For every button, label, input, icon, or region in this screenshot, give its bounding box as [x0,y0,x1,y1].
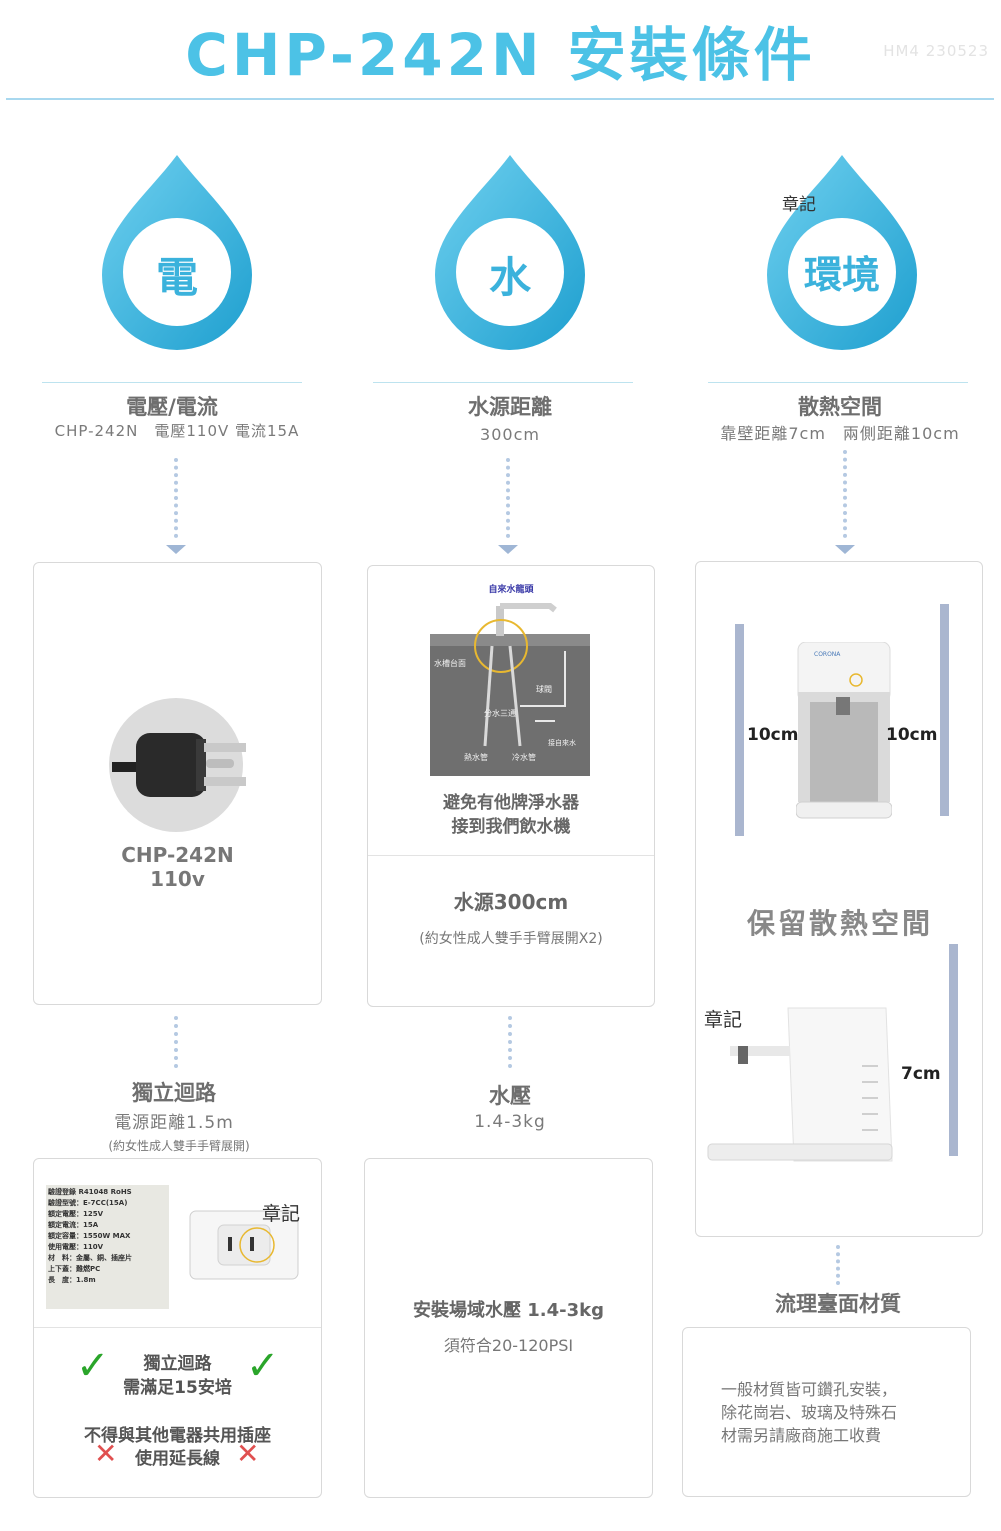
plug-model: CHP-242N [121,843,234,867]
cross-icon: ✕ [94,1437,118,1470]
hot-pipe-label: 熱水管 [464,753,488,762]
arrow-down-icon [835,545,855,554]
site-pressure: 安裝場域水壓 1.4-3kg [412,1300,604,1321]
water-spec: 300cm [480,425,540,444]
electric-icon-label: 電 [155,253,198,302]
inlet-label: 接自來水 [548,739,576,747]
dotted-connector [174,1016,182,1068]
environment-drop: 環境 章記 [762,150,922,354]
counter-card: 一般材質皆可鑽孔安裝， 除花崗岩、玻璃及特殊石 材需另請廠商施工收費 [682,1327,971,1497]
annotation-mark: 章記 [782,195,816,215]
circuit-distance: 電源距離1.5m [114,1113,234,1133]
circuit-note: (約女性成人雙手手臂展開) [108,1139,250,1153]
side-clearance-left: 10cm [747,725,799,745]
warning-line-1: 避免有他牌淨水器 [443,793,579,813]
dispenser-side-image [707,1007,893,1162]
dotted-connector [836,1245,844,1285]
page-title: CHP-242N 安裝條件 [185,21,816,89]
dotted-connector [174,458,182,538]
pressure-heading: 水壓 [489,1084,531,1108]
plug-voltage: 110v [150,867,205,891]
keep-space-text: 保留散熱空間 [746,907,933,940]
water-distance-note: (約女性成人雙手手臂展開X2) [419,931,603,947]
column-divider [708,382,968,383]
water-drop-icon [102,155,252,350]
environment-card: CORONA 10cm 10cm 保留散熱空間 7cm 章記 [695,561,983,1237]
water-icon-label: 水 [488,253,531,302]
water-drop: 水 [430,150,590,354]
clearance-bar-back [949,944,958,1156]
electric-drop: 電 [97,150,257,354]
counter-text: 一般材質皆可鑽孔安裝， 除花崗岩、玻璃及特殊石 材需另請廠商施工收費 [721,1380,898,1445]
clearance-bar-right [940,604,949,816]
rating-label-photo: 驗證登錄 R41048 RoHS 驗證型號：E-7CC(15A) 額定電壓：12… [46,1185,169,1309]
pressure-spec: 1.4-3kg [474,1112,546,1132]
plumbing-diagram [430,603,590,776]
faucet-label: 自來水龍頭 [488,585,534,595]
side-clearance-right: 10cm [886,725,938,745]
wall-outlet-icon [189,1210,299,1280]
dotted-connector [843,450,851,538]
electric-spec: CHP-242N 電壓110V 電流15A [54,422,300,440]
annotation-mark: 章記 [262,1203,301,1225]
circuit-heading: 獨立迴路 [132,1081,216,1105]
pressure-card: 安裝場域水壓 1.4-3kg 須符合20-120PSI [364,1158,653,1498]
water-source-card: 自來水龍頭 水槽台面 球閥 分水三通 接自來水 熱水管 冷水管 避免有他牌淨水器… [367,565,655,1007]
column-divider [373,382,633,383]
water-drop-icon [435,155,585,350]
card-divider [368,855,654,856]
water-drop-icon [767,155,917,350]
card-divider [34,1327,321,1328]
plug-card: CHP-242N 110v [33,562,322,1005]
circuit-rule-1: 獨立迴路 [143,1354,212,1374]
circuit-rule-2: 需滿足15安培 [123,1378,232,1398]
circuit-card: 驗證登錄 R41048 RoHS 驗證型號：E-7CC(15A) 額定電壓：12… [33,1158,322,1498]
arrow-down-icon [166,545,186,554]
counter-heading: 流理臺面材質 [775,1292,901,1316]
dotted-connector [508,1016,516,1068]
environment-icon-label: 環境 [803,253,880,297]
dotted-connector [506,458,514,538]
dispenser-front-image [796,642,892,819]
psi-requirement: 須符合20-120PSI [443,1336,574,1355]
check-icon: ✓ [246,1343,280,1389]
document-code: HM4 230523 [883,42,989,60]
tee-label: 分水三通 [484,709,516,718]
electric-heading: 電壓/電流 [126,395,218,419]
no-extension-cord: 使用延長線 [135,1449,220,1469]
valve-label: 球閥 [536,685,552,694]
clearance-bar-left [735,624,744,836]
arrow-down-icon [498,545,518,554]
water-distance: 水源300cm [453,890,569,914]
check-icon: ✓ [76,1343,110,1389]
environment-spec: 靠壁距離7cm 兩側距離10cm [720,424,960,443]
warning-line-2: 接到我們飲水機 [451,817,571,837]
water-heading: 水源距離 [468,395,552,419]
rating-label-text: 驗證登錄 R41048 RoHS 驗證型號：E-7CC(15A) 額定電壓：12… [48,1188,132,1284]
counter-label: 水槽台面 [434,659,466,668]
column-divider [42,382,302,383]
cross-icon: ✕ [236,1437,260,1470]
header-divider [6,98,994,100]
back-clearance: 7cm [901,1064,941,1084]
brand-logo: CORONA [814,651,841,658]
plug-icon [109,698,246,832]
cold-pipe-label: 冷水管 [512,753,536,762]
annotation-mark: 章記 [704,1009,743,1031]
environment-heading: 散熱空間 [798,395,882,419]
no-shared-socket: 不得與其他電器共用插座 [84,1426,271,1446]
